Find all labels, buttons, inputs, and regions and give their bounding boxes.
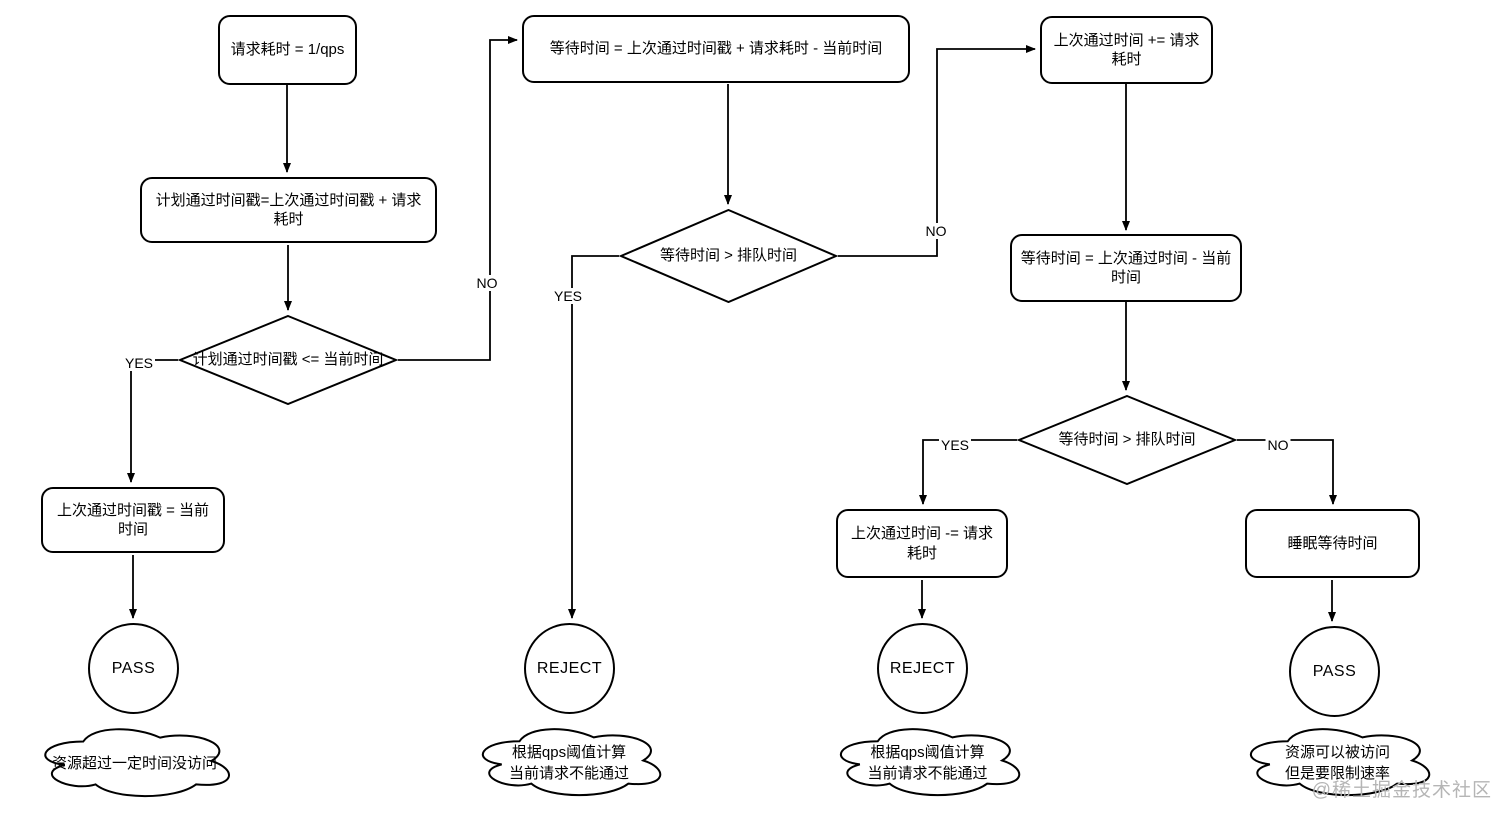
cloud-note-right-pass-line1: 资源可以被访问 [1284, 744, 1390, 762]
decision-wait-gt-queue-mid-label: 等待时间 > 排队时间 [659, 246, 798, 264]
edge-label-no-decision3: NO [1265, 437, 1291, 453]
terminal-reject-right-label: REJECT [889, 659, 956, 677]
edge-decision2-no-to-lastplus [838, 45, 1036, 257]
node-wait-time-calc-right: 等待时间 = 上次通过时间 - 当前时间 [1010, 234, 1242, 302]
node-last-pass-plus-cost-label: 上次通过时间 += 请求耗时 [1053, 31, 1200, 69]
edge-label-yes-decision2: YES [551, 288, 585, 304]
edge-decision1-no-to-waitcalc [398, 36, 518, 361]
node-wait-time-calc: 等待时间 = 上次通过时间戳 + 请求耗时 - 当前时间 [522, 15, 910, 83]
node-last-pass-minus-cost-label: 上次通过时间 -= 请求耗时 [850, 525, 994, 562]
diamond-shape [619, 209, 838, 303]
node-planned-timestamp: 计划通过时间戳=上次通过时间戳 + 请求耗时 [140, 177, 437, 243]
decision-wait-gt-queue-right-label: 等待时间 > 排队时间 [1058, 430, 1196, 448]
decision-wait-gt-queue-mid: 等待时间 > 排队时间 [619, 209, 838, 303]
terminal-pass-left: PASS [88, 623, 179, 714]
decision-plan-le-now-label: 计划通过时间戳 <= 当前时间 [192, 350, 384, 368]
cloud-shape [828, 722, 1027, 799]
edge-label-yes-decision3: YES [938, 437, 972, 453]
node-last-pass-minus-cost: 上次通过时间 -= 请求耗时 [836, 509, 1008, 578]
terminal-reject-right: REJECT [877, 623, 968, 714]
cloud-note-right-pass: 资源可以被访问但是要限制速率 [1238, 722, 1437, 799]
cloud-note-mid-line2: 当前请求不能通过 [508, 764, 629, 782]
terminal-pass-right-label: PASS [1312, 662, 1357, 680]
cloud-shape [470, 722, 668, 799]
cloud-note-right-reject-line2: 当前请求不能通过 [867, 764, 988, 782]
juejin-watermark: @稀土掘金技术社区 [1311, 780, 1492, 801]
decision-plan-le-now: 计划通过时间戳 <= 当前时间 [178, 315, 398, 405]
node-sleep-wait-time-label: 睡眠等待时间 [1287, 534, 1378, 552]
cloud-note-right-pass-line2: 但是要限制速率 [1284, 764, 1390, 782]
edge-decision3-yes-to-lastminus [919, 439, 1017, 505]
diamond-shape [1017, 395, 1237, 485]
edge-label-no-decision1: NO [474, 275, 500, 291]
cloud-note-left-line1: 资源超过一定时间没访问 [51, 754, 217, 772]
node-last-pass-equals-now-label: 上次通过时间戳 = 当前时间 [56, 501, 210, 539]
terminal-pass-right: PASS [1289, 626, 1380, 717]
cloud-note-right-reject-text: 根据qps阈值计算当前请求不能通过 [867, 737, 987, 784]
node-wait-time-calc-label: 等待时间 = 上次通过时间戳 + 请求耗时 - 当前时间 [549, 40, 883, 58]
diamond-shape [178, 315, 398, 405]
cloud-note-mid-text: 根据qps阈值计算当前请求不能通过 [509, 737, 629, 784]
edge-label-no-decision2: NO [923, 223, 949, 239]
node-planned-timestamp-label: 计划通过时间戳=上次通过时间戳 + 请求耗时 [155, 191, 422, 229]
cloud-shape [1238, 722, 1437, 799]
node-request-cost-label: 请求耗时 = 1/qps [230, 41, 345, 59]
cloud-note-mid: 根据qps阈值计算当前请求不能通过 [470, 722, 668, 799]
node-wait-time-calc-right-label: 等待时间 = 上次通过时间 - 当前时间 [1020, 249, 1232, 287]
decision-wait-gt-queue-right: 等待时间 > 排队时间 [1017, 395, 1237, 485]
edge-decision2-yes-to-reject-mid [568, 255, 619, 619]
edge-decision1-yes-to-lasttsnow [127, 359, 178, 483]
node-last-pass-equals-now: 上次通过时间戳 = 当前时间 [41, 487, 225, 553]
cloud-note-right-pass-text: 资源可以被访问但是要限制速率 [1285, 737, 1390, 784]
cloud-note-right-reject-line1: 根据qps阈值计算 [870, 744, 985, 762]
cloud-note-mid-line1: 根据qps阈值计算 [511, 744, 627, 762]
node-sleep-wait-time: 睡眠等待时间 [1245, 509, 1420, 578]
terminal-reject-mid: REJECT [524, 623, 615, 714]
cloud-shape [32, 722, 237, 800]
cloud-note-left: 资源超过一定时间没访问 [32, 722, 237, 800]
cloud-note-right-reject: 根据qps阈值计算当前请求不能通过 [828, 722, 1027, 799]
edge-label-yes-decision1: YES [122, 355, 156, 371]
node-last-pass-plus-cost: 上次通过时间 += 请求耗时 [1040, 16, 1213, 84]
node-request-cost: 请求耗时 = 1/qps [218, 15, 357, 85]
terminal-reject-mid-label: REJECT [536, 659, 603, 677]
terminal-pass-left-label: PASS [111, 659, 156, 677]
